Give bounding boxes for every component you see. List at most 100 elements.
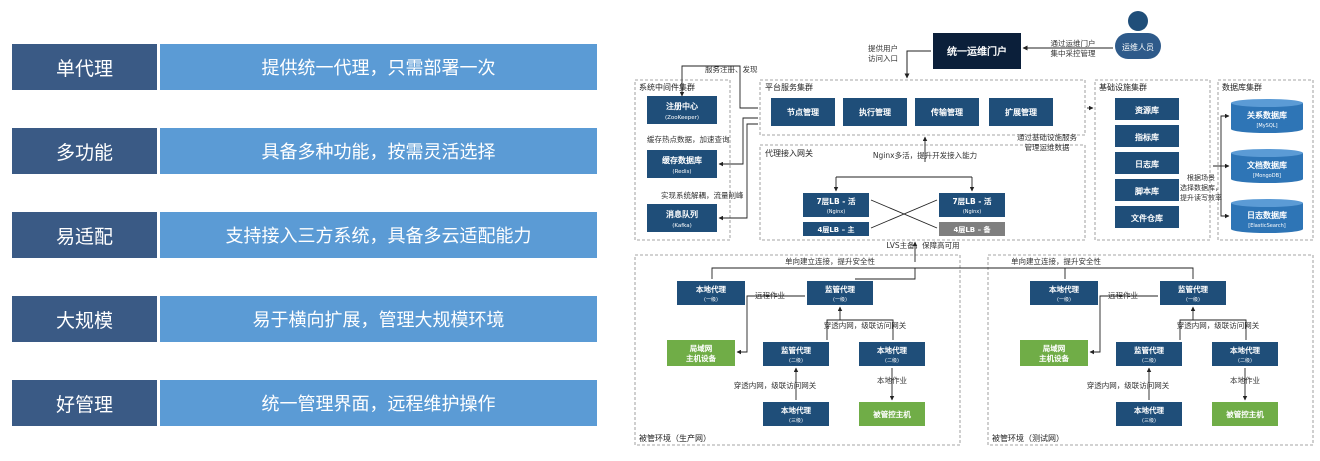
service-node: 传输管理 bbox=[930, 107, 963, 117]
portal-left-note: 提供用户 bbox=[868, 43, 898, 53]
feature-name: 多功能 bbox=[12, 128, 157, 174]
feature-desc: 统一管理界面，远程维护操作 bbox=[160, 380, 597, 426]
db-sub: [ElasticSearch] bbox=[1248, 223, 1285, 229]
gateway-title: 代理接入网关 bbox=[765, 148, 813, 158]
lvs-note: LVS主备，保障高可用 bbox=[886, 240, 959, 250]
agent-sub: (一级) bbox=[1057, 296, 1071, 303]
feature-desc: 支持接入三方系统，具备多云适配能力 bbox=[160, 212, 597, 258]
cache-node: 缓存数据库 bbox=[662, 155, 702, 165]
note-cache: 缓存热点数据，加速查询 bbox=[647, 134, 730, 144]
db-note: 选择数据库， bbox=[1180, 183, 1222, 192]
local-agent-l1: 本地代理 bbox=[1048, 284, 1079, 294]
feature-name: 单代理 bbox=[12, 44, 157, 90]
feature-row: 好管理 统一管理界面，远程维护操作 bbox=[12, 380, 597, 426]
db-sub: [MySQL] bbox=[1256, 123, 1277, 129]
db-node: 文档数据库 bbox=[1247, 160, 1287, 170]
lan-hosts: 主机设备 bbox=[686, 353, 716, 363]
env-production: 单向建立连接，提升安全性 本地代理 (一级) 监管代理 (一级) 远程作业 局域… bbox=[667, 256, 925, 426]
lan-hosts: 局域网 bbox=[689, 343, 713, 353]
agent-sub: (二级) bbox=[1238, 357, 1252, 364]
db-node: 关系数据库 bbox=[1247, 110, 1287, 120]
env-test: 单向建立连接，提升安全性 本地代理 (一级) 监管代理 (一级) 远程作业 局域… bbox=[915, 256, 1278, 426]
env-title: 被管环境（生产网） bbox=[639, 433, 711, 443]
middleware-title: 系统中间件集群 bbox=[639, 82, 695, 92]
gateway-frame bbox=[759, 144, 1086, 241]
db-note: 提升读写效率 bbox=[1180, 193, 1222, 202]
managed-hosts: 被管控主机 bbox=[873, 409, 911, 419]
feature-desc: 易于横向扩展，管理大规模环境 bbox=[160, 296, 597, 342]
lb7-node: 7层LB - 活 bbox=[816, 196, 856, 206]
feature-desc: 具备多种功能，按需灵活选择 bbox=[160, 128, 597, 174]
agent-sub: (一级) bbox=[1186, 296, 1200, 303]
penetrate-note: 穿透内网，级联访问网关 bbox=[1087, 380, 1170, 390]
agent-sub: (一级) bbox=[704, 296, 718, 303]
penetrate-note: 穿透内网，级联访问网关 bbox=[824, 320, 907, 330]
portal-label: 统一运维门户 bbox=[947, 45, 1007, 58]
cache-sub: (Redis) bbox=[672, 169, 691, 175]
feature-name: 大规模 bbox=[12, 296, 157, 342]
local-agent-l3: 本地代理 bbox=[780, 405, 811, 415]
feature-row: 大规模 易于横向扩展，管理大规模环境 bbox=[12, 296, 597, 342]
platform-title: 平台服务集群 bbox=[765, 82, 813, 92]
service-node: 节点管理 bbox=[787, 107, 819, 117]
feature-row: 单代理 提供统一代理，只需部署一次 bbox=[12, 44, 597, 90]
feature-row: 多功能 具备多种功能，按需灵活选择 bbox=[12, 128, 597, 174]
agent-sub: (一级) bbox=[833, 296, 847, 303]
database-cluster-frame bbox=[1217, 79, 1314, 241]
infra-note: 管理运维数据 bbox=[1025, 142, 1070, 152]
agent-sub: (二级) bbox=[789, 357, 803, 364]
penetrate-note: 穿透内网，级联访问网关 bbox=[1177, 320, 1260, 330]
lb7-node: 7层LB - 活 bbox=[952, 196, 992, 206]
monitor-agent-l1: 监管代理 bbox=[825, 284, 855, 294]
local-agent-l3: 本地代理 bbox=[1133, 405, 1164, 415]
penetrate-note: 穿透内网，级联访问网关 bbox=[734, 380, 817, 390]
env-top-note: 单向建立连接，提升安全性 bbox=[1011, 256, 1101, 266]
agent-sub: (二级) bbox=[1142, 357, 1156, 364]
service-node: 执行管理 bbox=[859, 107, 891, 117]
platform-cluster-frame bbox=[759, 79, 1086, 136]
operator-icon bbox=[1115, 11, 1161, 59]
feature-row: 易适配 支持接入三方系统，具备多云适配能力 bbox=[12, 212, 597, 258]
architecture-diagram: 系统中间件集群 平台服务集群 代理接入网关 基础设施集群 数据库集群 被管环境（… bbox=[634, 11, 1314, 446]
feature-name: 好管理 bbox=[12, 380, 157, 426]
database-title: 数据库集群 bbox=[1222, 82, 1262, 92]
db-sub: [MongoDB] bbox=[1253, 173, 1281, 179]
registry-sub: (ZooKeeper) bbox=[665, 115, 699, 121]
lan-hosts: 局域网 bbox=[1042, 343, 1066, 353]
portal-box bbox=[933, 33, 1021, 69]
service-node: 扩展管理 bbox=[1005, 107, 1037, 117]
operator-label: 运维人员 bbox=[1122, 42, 1154, 52]
local-agent-l2: 本地代理 bbox=[1229, 345, 1260, 355]
feature-name: 易适配 bbox=[12, 212, 157, 258]
feature-desc: 提供统一代理，只需部署一次 bbox=[160, 44, 597, 90]
local-agent-l1: 本地代理 bbox=[695, 284, 726, 294]
infra-note: 通过基础设施服务 bbox=[1017, 132, 1077, 142]
env-title: 被管环境（测试网） bbox=[992, 433, 1064, 443]
db-note: 根据场景 bbox=[1187, 173, 1215, 182]
monitor-agent-l2: 监管代理 bbox=[781, 345, 811, 355]
test-env-frame bbox=[987, 254, 1314, 446]
registry-node: 注册中心 bbox=[666, 101, 698, 111]
local-agent-l2: 本地代理 bbox=[876, 345, 907, 355]
lb4-node: 4层LB – 主 bbox=[817, 225, 854, 234]
remote-note: 远程作业 bbox=[1108, 290, 1138, 300]
mq-node: 消息队列 bbox=[666, 209, 698, 219]
db-node: 日志数据库 bbox=[1247, 210, 1287, 220]
monitor-agent-l2: 监管代理 bbox=[1134, 345, 1164, 355]
infra-node: 日志库 bbox=[1135, 159, 1159, 169]
portal-right-note: 通过运维门户 bbox=[1051, 38, 1096, 48]
infra-node: 文件仓库 bbox=[1131, 213, 1163, 223]
agent-sub: (三级) bbox=[1142, 417, 1156, 424]
note-mq: 实现系统解耦，流量削峰 bbox=[661, 190, 744, 200]
monitor-agent-l1: 监管代理 bbox=[1178, 284, 1208, 294]
production-env-frame bbox=[634, 254, 961, 446]
infra-cluster-frame bbox=[1094, 79, 1211, 241]
lan-hosts: 主机设备 bbox=[1039, 353, 1069, 363]
lb-sub: (Nginx) bbox=[827, 209, 845, 215]
portal-right-note: 集中采控管理 bbox=[1051, 48, 1096, 58]
middleware-cluster-frame bbox=[634, 79, 731, 241]
lb4-node: 4层LB – 备 bbox=[953, 225, 991, 234]
agent-sub: (二级) bbox=[885, 357, 899, 364]
managed-hosts: 被管控主机 bbox=[1226, 409, 1264, 419]
portal-left-note: 访问入口 bbox=[868, 53, 898, 63]
